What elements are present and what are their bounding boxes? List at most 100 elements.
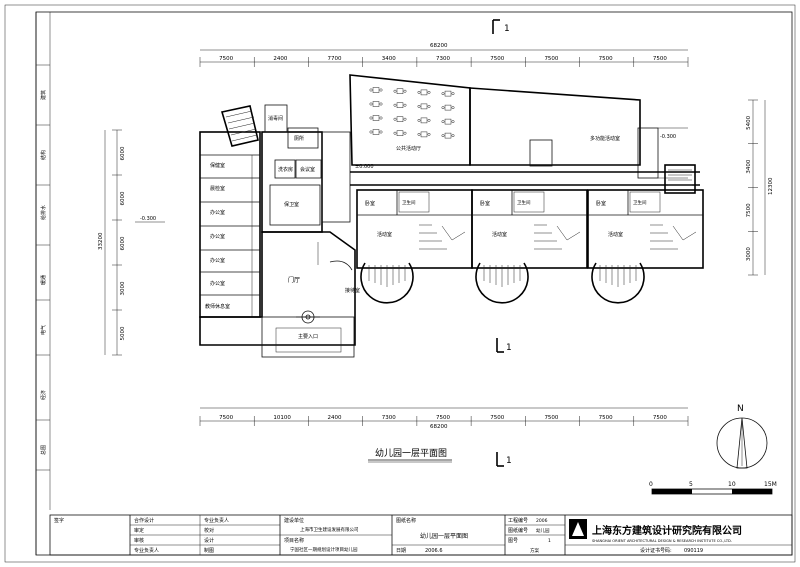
chair-icon xyxy=(441,106,445,110)
classroom-unit: 卧室卫生间活动室 xyxy=(587,189,704,304)
multi-purpose-room: 多功能活动室 xyxy=(469,87,688,179)
svg-text:图号: 图号 xyxy=(508,538,518,544)
room-label: 办公室 xyxy=(210,280,225,287)
toilet-room xyxy=(629,191,661,213)
room-label: 卧室 xyxy=(365,200,375,207)
chair-icon xyxy=(417,132,421,136)
svg-text:工程编号: 工程编号 xyxy=(508,517,528,524)
chair-icon xyxy=(403,131,407,135)
outer-border xyxy=(4,4,796,563)
svg-text:审定: 审定 xyxy=(134,527,144,534)
section-mark-top: 1 xyxy=(492,19,510,34)
svg-text:33200: 33200 xyxy=(98,232,104,250)
dimension-label: 6000 xyxy=(120,146,126,160)
dimension-label: 7500 xyxy=(219,56,233,62)
section-mark-middle: 1 xyxy=(496,338,512,353)
chair-icon xyxy=(441,92,445,96)
dimension-label: 3400 xyxy=(382,56,396,62)
svg-text:N: N xyxy=(737,404,744,414)
svg-text:1: 1 xyxy=(504,24,510,34)
chair-icon xyxy=(379,88,383,92)
svg-text:接待室: 接待室 xyxy=(345,287,360,294)
chair-icon xyxy=(427,132,431,136)
dimension-label: 7500 xyxy=(544,415,558,421)
svg-text:建设单位: 建设单位 xyxy=(284,517,304,524)
dimension-label: 3000 xyxy=(746,247,752,261)
dimension-label: 2400 xyxy=(273,56,287,62)
margin-labels: 建筑 结构 给排水 暖通 电气 经济 总图 xyxy=(36,64,50,471)
svg-text:门厅: 门厅 xyxy=(288,276,300,284)
dimension-label: 3400 xyxy=(746,159,752,173)
table-icon xyxy=(444,118,452,125)
table-icon xyxy=(444,104,452,111)
dimension-label: 5000 xyxy=(120,326,126,340)
dimension-label: 7500 xyxy=(653,56,667,62)
svg-text:公共活动厅: 公共活动厅 xyxy=(396,145,421,152)
room-label: 卫生间 xyxy=(517,199,531,206)
svg-text:090119: 090119 xyxy=(684,548,703,554)
svg-text:图纸名称: 图纸名称 xyxy=(396,517,416,524)
dimension-label: 7500 xyxy=(219,415,233,421)
margin-label: 结构 xyxy=(40,150,47,160)
svg-text:幼儿园: 幼儿园 xyxy=(536,527,550,534)
svg-text:设计证书号码:: 设计证书号码: xyxy=(640,547,672,554)
chair-icon xyxy=(403,103,407,107)
elevation-mark: ±0.000 xyxy=(355,164,374,170)
bay-window xyxy=(360,262,414,304)
svg-text:日期: 日期 xyxy=(396,548,406,554)
table-icon xyxy=(444,132,452,139)
furniture xyxy=(556,225,581,241)
bay-window xyxy=(591,262,645,304)
office-wing: 保健室 晨检室 办公室 办公室 办公室 办公室 教师休息室 xyxy=(199,131,261,318)
company-logo xyxy=(569,519,587,539)
chair-icon xyxy=(369,116,373,120)
dimension-label: 5400 xyxy=(746,115,752,129)
stair-northwest xyxy=(220,105,259,147)
chair-icon xyxy=(379,116,383,120)
svg-text:制图: 制图 xyxy=(204,547,214,554)
classroom-unit: 卧室卫生间活动室 xyxy=(471,189,588,304)
unit-outline xyxy=(471,189,588,269)
chair-icon xyxy=(369,130,373,134)
svg-text:宁国社区一期规划设计项目幼儿园: 宁国社区一期规划设计项目幼儿园 xyxy=(290,546,358,553)
unit-outline xyxy=(587,189,704,269)
furniture xyxy=(441,225,466,241)
margin-label: 电气 xyxy=(40,325,47,335)
elevation-mark: -0.300 xyxy=(660,134,676,140)
table-icon xyxy=(396,102,404,108)
svg-text:68200: 68200 xyxy=(430,424,448,430)
dimension-label: 7500 xyxy=(653,415,667,421)
svg-text:1: 1 xyxy=(506,456,512,466)
dimension-label: 6000 xyxy=(120,236,126,250)
room-label: 卫生间 xyxy=(633,199,647,206)
service-core: 消毒间 厕所 洗衣房 会议室 保卫室 xyxy=(261,104,351,233)
main-hall: 门厅 接待室 xyxy=(199,231,360,346)
table-icon xyxy=(444,90,452,97)
room-label: 办公室 xyxy=(210,209,225,216)
chair-icon xyxy=(393,131,397,135)
drawing-title: 幼儿园一层平面图 xyxy=(375,447,447,459)
dimension-label: 7700 xyxy=(328,56,342,62)
chair-icon xyxy=(427,90,431,94)
chair-icon xyxy=(379,130,383,134)
chair-icon xyxy=(403,117,407,121)
table-icon xyxy=(420,131,428,138)
toilet-room xyxy=(513,191,545,213)
room-label: 卧室 xyxy=(596,200,606,207)
svg-text:12300: 12300 xyxy=(768,177,774,195)
dining-hall: 公共活动厅 xyxy=(349,74,471,166)
company-name: 上海东方建筑设计研究院有限公司 xyxy=(592,524,742,537)
chair-icon xyxy=(417,90,421,94)
svg-text:幼儿园一层平面图: 幼儿园一层平面图 xyxy=(420,532,468,540)
table-icon xyxy=(372,129,380,135)
dimension-label: 7500 xyxy=(599,56,613,62)
svg-text:合作设计: 合作设计 xyxy=(134,517,154,524)
room-label: 卧室 xyxy=(480,200,490,207)
corridor xyxy=(350,171,700,186)
margin-label: 暖通 xyxy=(40,275,47,285)
table-icon xyxy=(396,116,404,122)
chair-icon xyxy=(393,117,397,121)
svg-text:2006.6: 2006.6 xyxy=(425,548,443,554)
